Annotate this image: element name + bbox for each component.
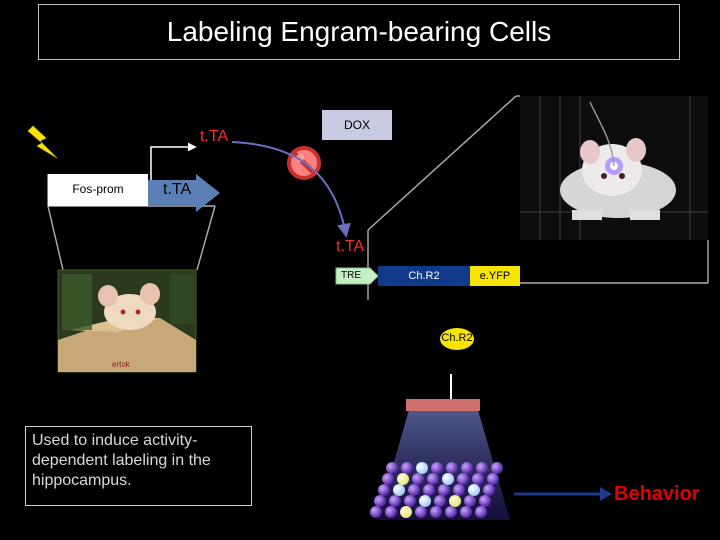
mouse-in-box-photo [58,270,196,372]
neuron [389,495,401,507]
neuron [408,484,420,496]
neuron [423,484,435,496]
neuron [453,484,465,496]
neuron [457,473,469,485]
neuron [370,506,382,518]
neuron [475,506,487,518]
tta-bound-label: t.TA [336,238,364,256]
neuron [416,462,428,474]
neuron [461,462,473,474]
neuron [412,473,424,485]
behavior-label: Behavior [614,483,700,506]
eyfp-label: e.YFP [470,270,520,282]
neuron [491,462,503,474]
neuron [419,495,431,507]
neuron [382,473,394,485]
implanted-mouse-photo [520,96,708,240]
neuron [442,473,454,485]
neuron [487,473,499,485]
neuron [460,506,472,518]
tre-label: TRE [341,270,361,281]
lightning-bolt-icon [28,126,57,158]
transcription-arrow [151,147,195,180]
chr2-protein-label: Ch.R2 [440,332,474,344]
neuron [438,484,450,496]
neuron [378,484,390,496]
fos-prom-label: Fos-prom [48,182,148,196]
note-text: Used to induce activity-dependent labeli… [32,431,245,491]
neuron [430,506,442,518]
neuron [476,462,488,474]
neuron [434,495,446,507]
dox-label: DOX [322,118,392,132]
neuron [404,495,416,507]
neuron [479,495,491,507]
neuron [483,484,495,496]
neuron [400,506,412,518]
neuron [397,473,409,485]
fiber-ferrule [406,399,480,411]
neuron [415,506,427,518]
neuron [385,506,397,518]
neuron [446,462,458,474]
neuron [393,484,405,496]
box-caption: ertok [112,360,130,369]
neuron [472,473,484,485]
note-box: Used to induce activity-dependent labeli… [25,426,252,506]
tta-arrow-label: t.TA [163,181,191,199]
behavior-arrow [514,487,612,501]
neuron [445,506,457,518]
neuron [468,484,480,496]
neuron [427,473,439,485]
tta-upper-label: t.TA [200,128,228,146]
neuron [431,462,443,474]
neuron [374,495,386,507]
neuron [449,495,461,507]
chr2-gene-label: Ch.R2 [378,270,470,282]
neuron [386,462,398,474]
neuron [401,462,413,474]
neuron [464,495,476,507]
